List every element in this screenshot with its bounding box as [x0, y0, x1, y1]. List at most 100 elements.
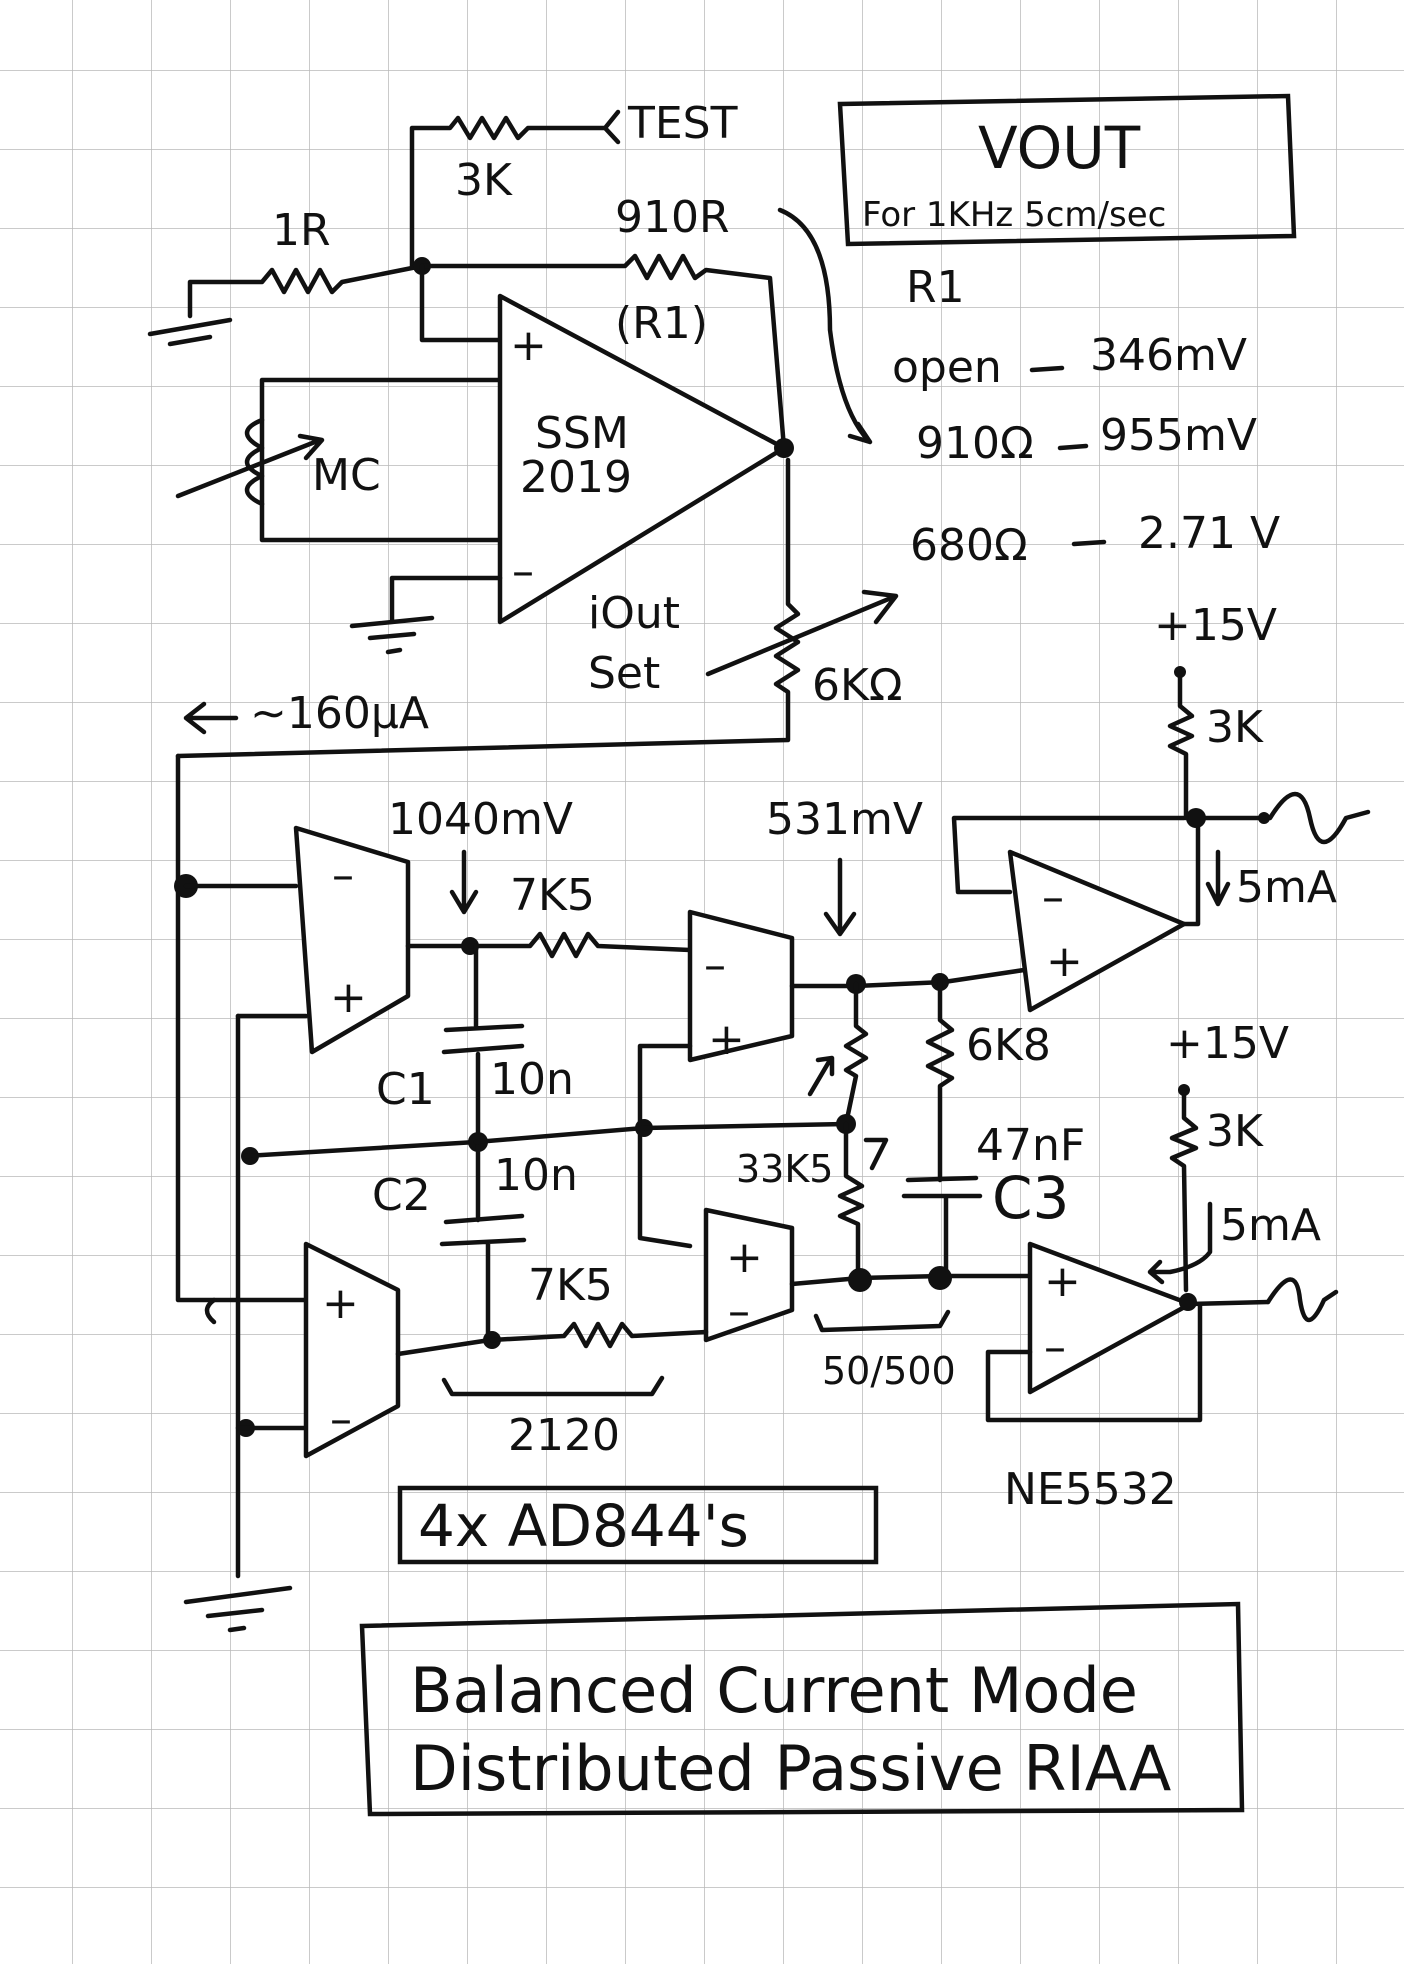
ne5532-bottom [1027, 1241, 1193, 1395]
ne-top-minus: – [1042, 872, 1064, 923]
ne-top-out-wire [1181, 815, 1265, 927]
i-bottom-arrow [1147, 1201, 1213, 1285]
r-top-resistor [467, 931, 693, 959]
v-node2-arrow [823, 857, 857, 937]
vout-box [837, 93, 1297, 247]
title-box [359, 1601, 1245, 1817]
vout-row1-r: open [892, 342, 1002, 393]
amp1-minus: – [332, 850, 354, 901]
vout-row3-r: 680Ω [910, 520, 1028, 571]
ad844-label: 4x AD844's [418, 1492, 749, 1560]
current-in-arrow [183, 701, 239, 735]
pot2-resistor [843, 981, 869, 1127]
ad844-amp3 [703, 1207, 795, 1343]
title-line2: Distributed Passive RIAA [410, 1732, 1171, 1805]
pullup-top-resistor [1167, 669, 1195, 821]
vout-header-1: VOUT [978, 114, 1141, 182]
ne-bot-minus: – [1044, 1322, 1066, 1373]
left-bus-wire [175, 753, 309, 1303]
r-in-label: 1R [272, 205, 331, 256]
ground-bus-links [204, 1013, 479, 1431]
c3-value: 47nF [976, 1120, 1085, 1171]
vout-r1-heading: R1 [906, 262, 965, 313]
pot2-arrow [807, 1055, 835, 1097]
pullup-bottom-resistor [1169, 1091, 1199, 1293]
amp2-in-wire [637, 1043, 693, 1249]
r6k8-resistor [925, 979, 955, 1183]
c2-value: 10n [494, 1150, 578, 1201]
v-node1-arrow [449, 849, 479, 915]
pot-value-label: 6KΩ [812, 660, 902, 711]
dash-row3 [1071, 539, 1107, 547]
cap-c2 [439, 1139, 527, 1337]
ground-left-top [147, 317, 233, 347]
vout-row1-v: 346mV [1090, 330, 1247, 381]
dash-row2 [1057, 443, 1089, 451]
ad844-amp4 [303, 1241, 401, 1459]
c1-name: C1 [376, 1064, 435, 1115]
amp2-plus: + [708, 1014, 745, 1065]
r1-resistor [419, 253, 787, 451]
iout-line1: iOut [588, 588, 680, 639]
ratio-label: 50/500 [822, 1349, 956, 1393]
r33k-arrow [863, 1137, 889, 1171]
r-6k8-label: 6K8 [966, 1020, 1051, 1071]
c1-value: 10n [490, 1054, 574, 1105]
v-node2-label: 531mV [766, 794, 923, 845]
r-bottom-label: 7K5 [528, 1260, 613, 1311]
cap-c3 [901, 1175, 983, 1281]
amp3-minus: – [728, 1286, 750, 1337]
out-bottom-waveform [1265, 1277, 1339, 1323]
tc-bracket [441, 1375, 665, 1397]
opamp1-name-line1: SSM [535, 408, 629, 459]
amp3-plus: + [726, 1232, 763, 1283]
junction-opamp1-out [774, 438, 794, 458]
junction-out-bottom [1179, 1293, 1197, 1311]
supply-top-terminal [1174, 666, 1186, 678]
test-label: TEST [627, 98, 738, 149]
c3-name: C3 [992, 1164, 1069, 1232]
junction-bottom-b [928, 1266, 952, 1290]
v-node1-label: 1040mV [388, 794, 573, 845]
r1-value-label: 910R [615, 192, 730, 243]
supply-top-label: +15V [1154, 600, 1277, 651]
plus-input-wire [419, 263, 503, 343]
mc-coil [244, 417, 265, 507]
ne5532-label: NE5532 [1004, 1464, 1177, 1515]
supply-bottom-label: +15V [1166, 1018, 1289, 1069]
current-in-label: ∼160μA [250, 688, 429, 739]
output-pot-wire [175, 457, 801, 759]
vout-header-2: For 1KHz 5cm/sec [862, 195, 1166, 235]
ne-bot-feedback [985, 1301, 1203, 1423]
pullup-bottom-label: 3K [1206, 1106, 1264, 1157]
r-pot2-label: 33K5 [736, 1147, 833, 1191]
pullup-top-label: 3K [1206, 702, 1264, 753]
amp1-plus: + [330, 972, 367, 1023]
ne-bot-out-wire [1187, 1299, 1271, 1307]
ne5532-top [1007, 849, 1187, 1013]
dash-row1 [1029, 365, 1065, 373]
i-bottom-label: 5mA [1220, 1200, 1321, 1251]
opamp1-plus: + [510, 320, 547, 371]
iout-line2: Set [588, 648, 660, 699]
mc-label: MC [312, 450, 381, 501]
out-top-waveform [1267, 791, 1371, 845]
ne-bot-plus: + [1044, 1256, 1081, 1307]
r33k-resistor [837, 1121, 865, 1281]
junction-out-top [1186, 808, 1206, 828]
mid-bus-wire [473, 1121, 849, 1145]
ratio-bracket [813, 1309, 951, 1333]
c2-name: C2 [372, 1170, 431, 1221]
vout-row2-v: 955mV [1100, 410, 1257, 461]
vout-row2-r: 910Ω [916, 418, 1034, 469]
ad844-box [397, 1485, 879, 1565]
minus-ground-wire [349, 575, 503, 655]
i-top-label: 5mA [1236, 862, 1337, 913]
ground-bus-wire [183, 1013, 293, 1633]
amp4-plus: + [322, 1278, 359, 1329]
cap-c1 [441, 943, 525, 1145]
opamp1-name-line2: 2019 [520, 452, 632, 503]
r-test-label: 3K [455, 155, 513, 206]
amp4-minus: – [330, 1394, 352, 1445]
